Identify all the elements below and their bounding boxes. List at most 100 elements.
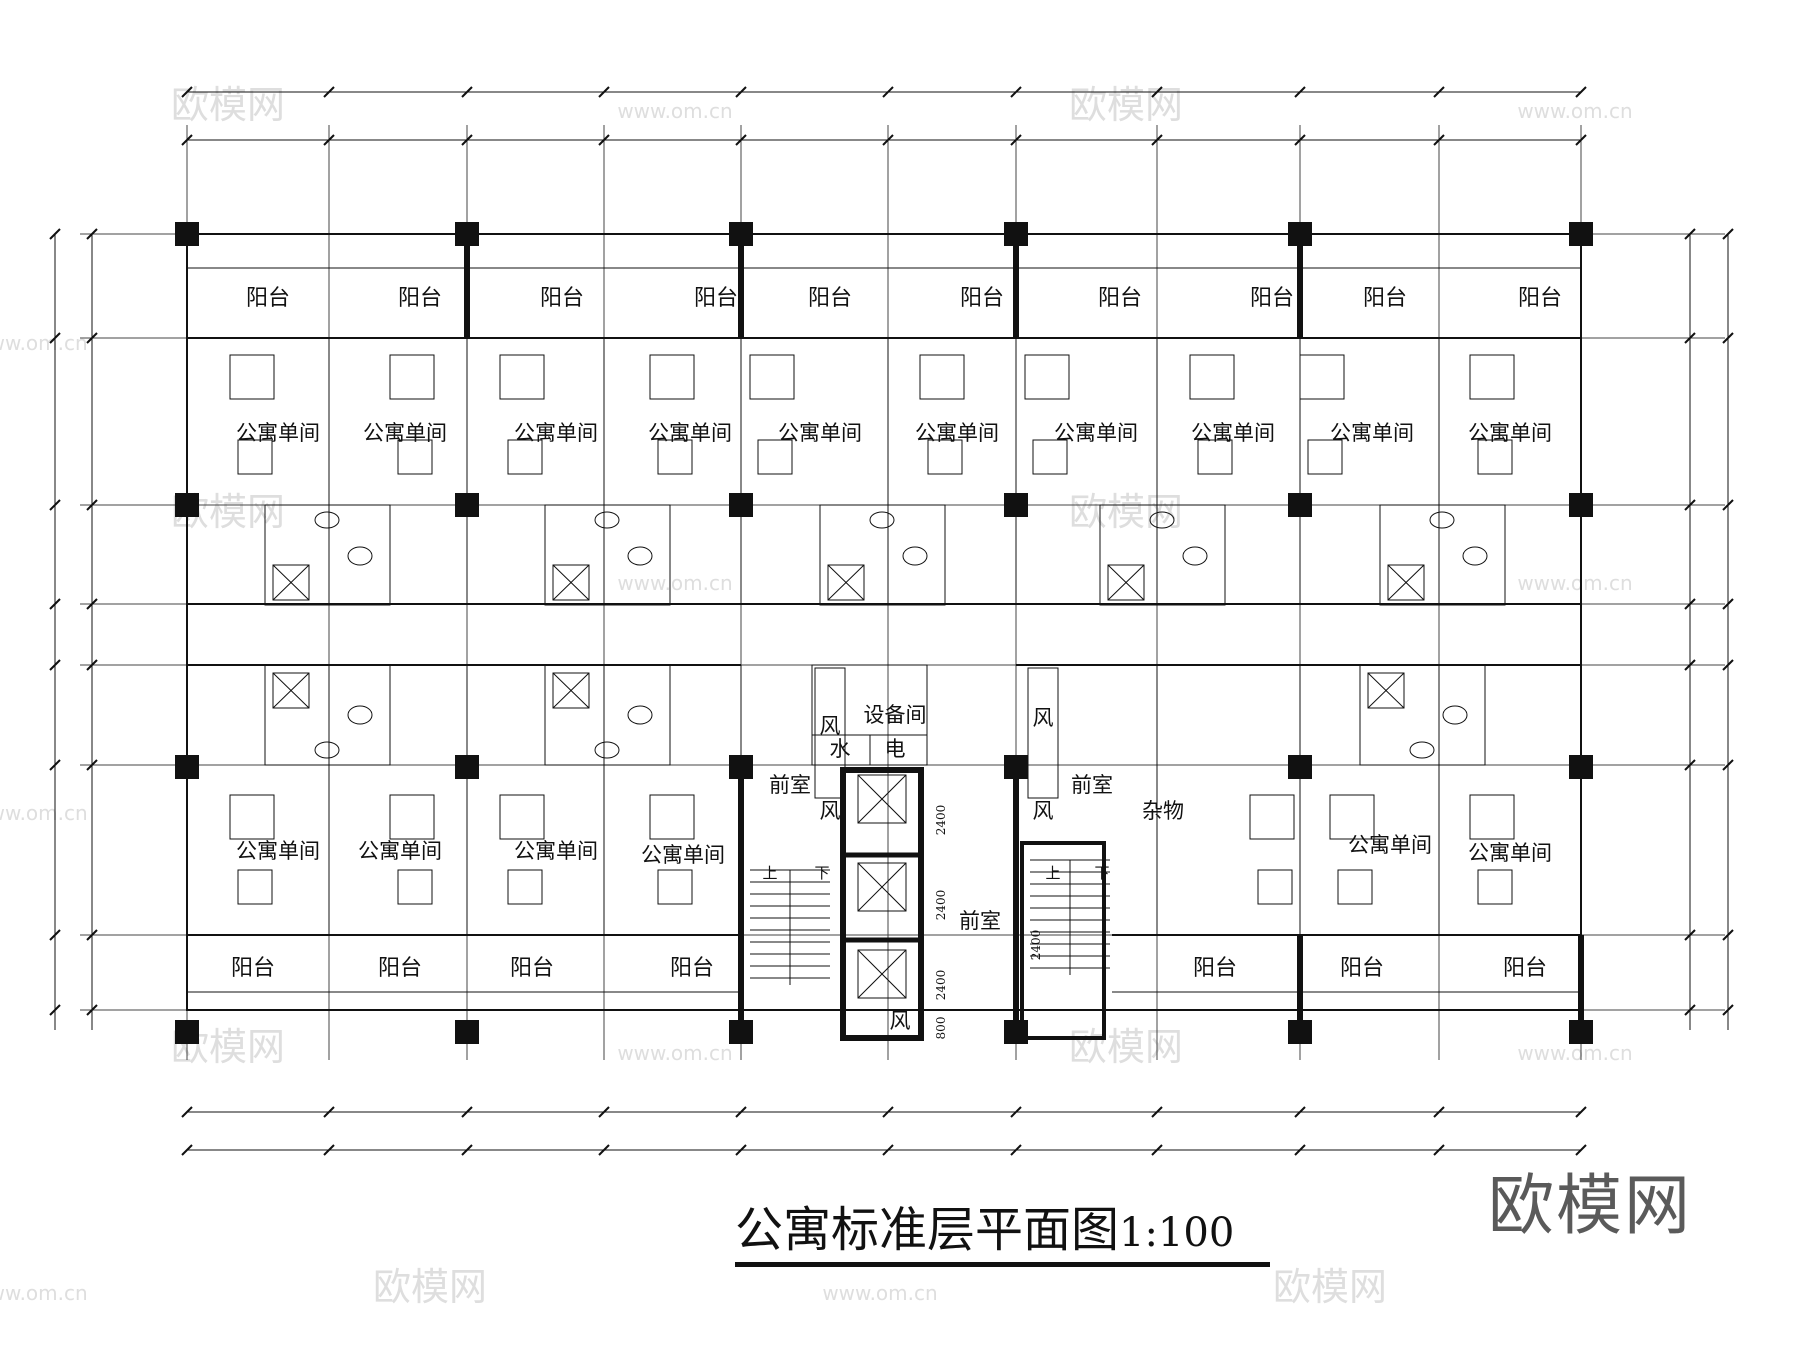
washbasin (314, 741, 340, 759)
desk (757, 439, 793, 475)
column (455, 222, 479, 246)
shower-cross (1387, 564, 1425, 601)
dimension-tick (1575, 86, 1587, 98)
column (1288, 222, 1312, 246)
bathroom (264, 664, 391, 766)
column (729, 493, 753, 517)
bed (919, 354, 965, 400)
unit-label: 公寓单间 (514, 421, 598, 445)
column (729, 755, 753, 779)
bathroom (544, 664, 671, 766)
dimension-tick (1722, 228, 1734, 240)
dimension-tick (461, 1106, 473, 1118)
dimension-tick (1010, 134, 1022, 146)
balcony-label: 阳台 (1518, 286, 1562, 311)
balcony-label: 阳台 (540, 286, 584, 311)
bathroom (544, 504, 671, 606)
dimension-tick (1433, 134, 1445, 146)
unit-label: 公寓单间 (1330, 421, 1414, 445)
balcony-label: 阳台 (510, 956, 554, 981)
bed (1469, 794, 1515, 840)
column (729, 1020, 753, 1044)
dimension-tick (882, 86, 894, 98)
dimension-tick (1151, 1106, 1163, 1118)
lift-cross (857, 862, 907, 912)
dimension-tick (1722, 1004, 1734, 1016)
room-labels: 阳台阳台阳台阳台阳台阳台阳台阳台阳台阳台公寓单间公寓单间公寓单间公寓单间公寓单间… (231, 286, 1562, 1039)
axis-grid (80, 125, 1725, 1060)
dimension-tick (1151, 86, 1163, 98)
watermark-url: www.om.cn (0, 1281, 88, 1305)
outer-wall (186, 233, 1582, 1011)
desk (237, 869, 273, 905)
dimension-tick (1294, 1144, 1306, 1156)
dimension-tick (49, 659, 61, 671)
column (175, 1020, 199, 1044)
dimension-tick (86, 332, 98, 344)
column (1569, 493, 1593, 517)
watermark-url: www.om.cn (1517, 571, 1632, 595)
dimension-tick (1722, 332, 1734, 344)
bed (1024, 354, 1070, 400)
bed (1469, 354, 1515, 400)
unit-label: 公寓单间 (363, 421, 447, 445)
dimension-tick (1684, 228, 1696, 240)
column (175, 493, 199, 517)
shower-cross (1107, 564, 1145, 601)
column (1004, 1020, 1028, 1044)
dimension-tick (598, 1144, 610, 1156)
balcony-label: 阳台 (378, 956, 422, 981)
dimension-tick (1010, 1144, 1022, 1156)
column (175, 222, 199, 246)
drawing-scale: 1:100 (1119, 1210, 1235, 1256)
dimension-tick (1433, 86, 1445, 98)
desk (1257, 869, 1293, 905)
stair-down-label: 下 (814, 864, 829, 882)
desk (657, 439, 693, 475)
desk (1337, 869, 1373, 905)
dimension-tick (598, 86, 610, 98)
shower (552, 672, 590, 709)
shower-cross (552, 564, 590, 601)
columns (175, 222, 1593, 1044)
dimension-tick (323, 1144, 335, 1156)
watermark-logo: 欧模网 (1069, 1025, 1183, 1069)
bed (499, 794, 545, 840)
lift-car (857, 862, 907, 912)
dimension-label: 800 (934, 1017, 948, 1040)
dimension-tick (1722, 759, 1734, 771)
dimension-tick (181, 86, 193, 98)
lift-shaft-block (840, 767, 924, 1041)
bed (389, 354, 435, 400)
vent-label: 风 (1033, 706, 1054, 730)
column (1004, 222, 1028, 246)
dimension-label: 2400 (934, 805, 948, 836)
balcony-label: 阳台 (670, 956, 714, 981)
shower-cross (827, 564, 865, 601)
desk (237, 439, 273, 475)
unit-label: 公寓单间 (778, 421, 862, 445)
dimension-tick (49, 228, 61, 240)
lift-cross (857, 774, 907, 824)
washbasin (869, 511, 895, 529)
column (455, 755, 479, 779)
dimension-tick (1684, 929, 1696, 941)
unit-label: 公寓单间 (1054, 421, 1138, 445)
column (1004, 493, 1028, 517)
watermark-logo: 欧模网 (1069, 83, 1183, 127)
bathroom (819, 504, 946, 606)
watermark-url: www.om.cn (822, 1281, 937, 1305)
dimension-tick (882, 1144, 894, 1156)
balcony-label: 阳台 (1193, 956, 1237, 981)
brand-logo: 欧模网 (1488, 1167, 1692, 1244)
washbasin (1409, 741, 1435, 759)
storage-label: 杂物 (1142, 799, 1184, 823)
drawing-title: 公寓标准层平面图1:100 (735, 1190, 1234, 1260)
desk (507, 869, 543, 905)
unit-label: 公寓单间 (358, 839, 442, 863)
stair-up-label: 上 (1045, 864, 1060, 882)
column (729, 222, 753, 246)
dimension-tick (1010, 86, 1022, 98)
bathroom (1379, 504, 1506, 606)
